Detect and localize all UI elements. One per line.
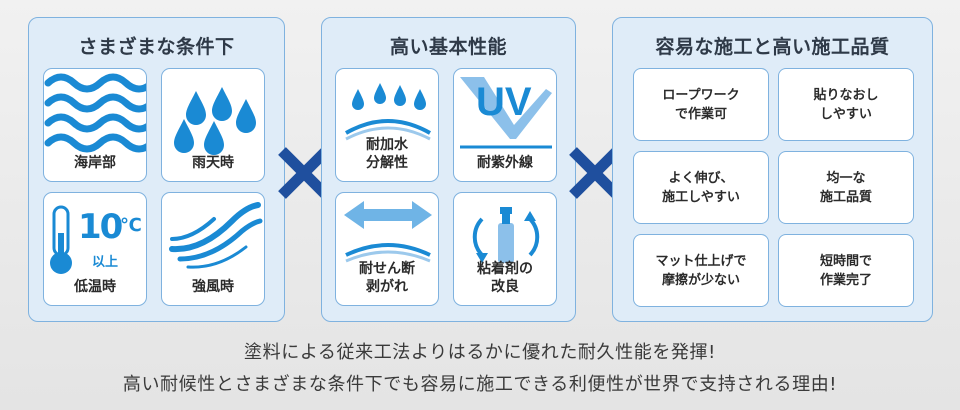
tile-coast: 海岸部 <box>43 68 147 182</box>
feature-rope-work: ロープワーク で作業可 <box>633 68 769 141</box>
feature-label: 均一な 施工品質 <box>819 170 872 205</box>
panel-title: さまざまな条件下 <box>78 36 235 58</box>
tile-label: 強風時 <box>192 279 234 295</box>
tile-cold: 10 ℃ 以上 低温時 <box>43 192 147 306</box>
feature-label: よく伸び、 施工しやすい <box>662 170 740 205</box>
panel-title: 高い基本性能 <box>389 36 507 58</box>
panel-performance: 高い基本性能 耐加水 分解性 UV 耐紫外線 <box>321 17 576 322</box>
adhesive-tube-icon <box>472 207 540 263</box>
tile-label: 低温時 <box>74 279 116 295</box>
wind-icon <box>169 202 263 269</box>
raindrops-icon <box>174 87 256 155</box>
uv-icon: UV <box>460 77 552 149</box>
tile-label: 粘着剤の 改良 <box>477 261 533 295</box>
feature-uniform-quality: 均一な 施工品質 <box>778 151 914 224</box>
tile-label: 耐加水 分解性 <box>366 137 408 171</box>
panel-conditions: さまざまな条件下 海岸部 雨天時 <box>28 17 285 322</box>
feature-reapply: 貼りなおし しやすい <box>778 68 914 141</box>
waves-icon <box>44 73 146 153</box>
feature-label: ロープワーク で作業可 <box>662 87 740 122</box>
tile-adhesive: 粘着剤の 改良 <box>453 192 557 306</box>
multiply-icon <box>278 147 330 199</box>
uv-text: UV <box>476 80 532 124</box>
feature-matte-finish: マット仕上げで 摩擦が少ない <box>633 234 769 307</box>
tile-label: 耐せん断 剥がれ <box>359 261 415 295</box>
feature-label: 短時間で 作業完了 <box>819 253 872 288</box>
tile-shear: 耐せん断 剥がれ <box>335 192 439 306</box>
temp-note: 以上 <box>92 255 119 270</box>
panel-construction: 容易な施工と高い施工品質 ロープワーク で作業可 貼りなおし しやすい よく伸び… <box>612 17 933 322</box>
tile-uv: UV 耐紫外線 <box>453 68 557 182</box>
tile-rain: 雨天時 <box>161 68 265 182</box>
panel-title: 容易な施工と高い施工品質 <box>655 36 890 58</box>
tile-wind: 強風時 <box>161 192 265 306</box>
feature-quick-work: 短時間で 作業完了 <box>778 234 914 307</box>
caption-line-2: 高い耐候性とさまざまな条件下でも容易に施工できる利便性が世界で支持される理由! <box>122 374 838 395</box>
tile-label: 雨天時 <box>192 155 234 171</box>
feature-label: 貼りなおし しやすい <box>813 87 879 122</box>
tile-label: 海岸部 <box>74 155 116 171</box>
shear-arrows-icon <box>344 201 432 263</box>
temp-unit: ℃ <box>120 215 142 236</box>
caption-line-1: 塗料による従来工法よりはるかに優れた耐久性能を発揮! <box>244 342 716 363</box>
feature-stretch: よく伸び、 施工しやすい <box>633 151 769 224</box>
feature-label: マット仕上げで 摩擦が少ない <box>655 253 747 288</box>
tile-label: 耐紫外線 <box>477 155 533 171</box>
water-repellent-icon <box>345 83 431 141</box>
thermometer-icon <box>50 205 72 274</box>
multiply-icon <box>569 147 621 199</box>
temp-value: 10 <box>78 207 123 247</box>
tile-hydrolysis: 耐加水 分解性 <box>335 68 439 182</box>
